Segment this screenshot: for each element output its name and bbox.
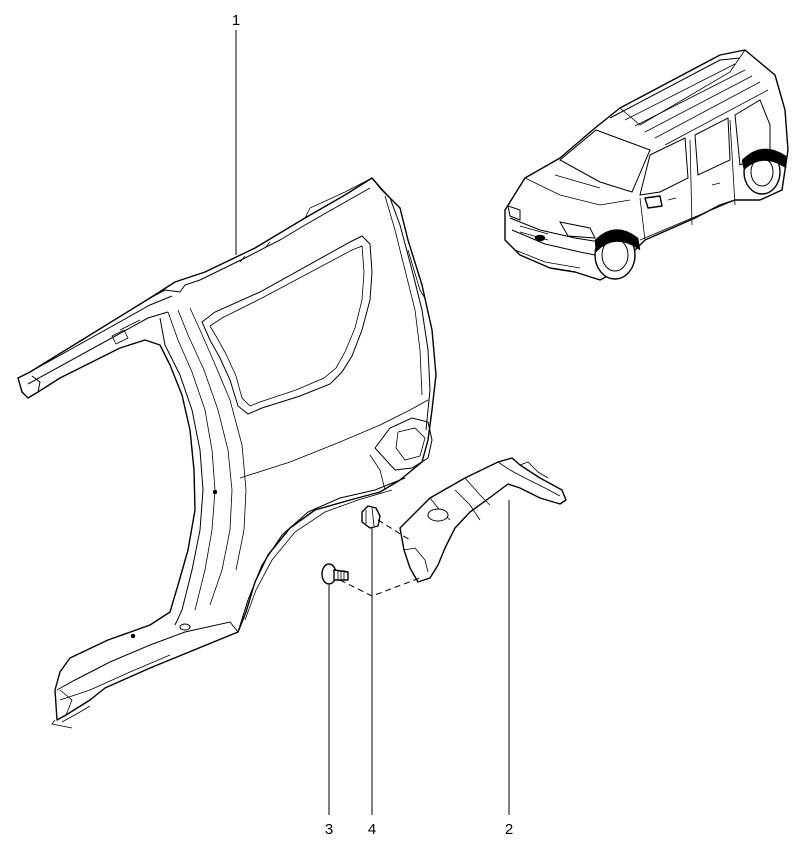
callout-1: 1 (232, 12, 240, 29)
assembly-line-clip (377, 519, 411, 541)
callout-4: 4 (368, 821, 376, 838)
clip[interactable] (361, 505, 381, 529)
assembly-line-bolt (339, 577, 421, 597)
callout-2: 2 (505, 821, 513, 838)
bolt[interactable] (321, 563, 349, 585)
rear-side-panel[interactable] (17, 177, 437, 729)
callout-3: 3 (325, 821, 333, 838)
wheel-arch-bracket[interactable] (399, 457, 567, 583)
vehicle-illustration (504, 49, 789, 281)
